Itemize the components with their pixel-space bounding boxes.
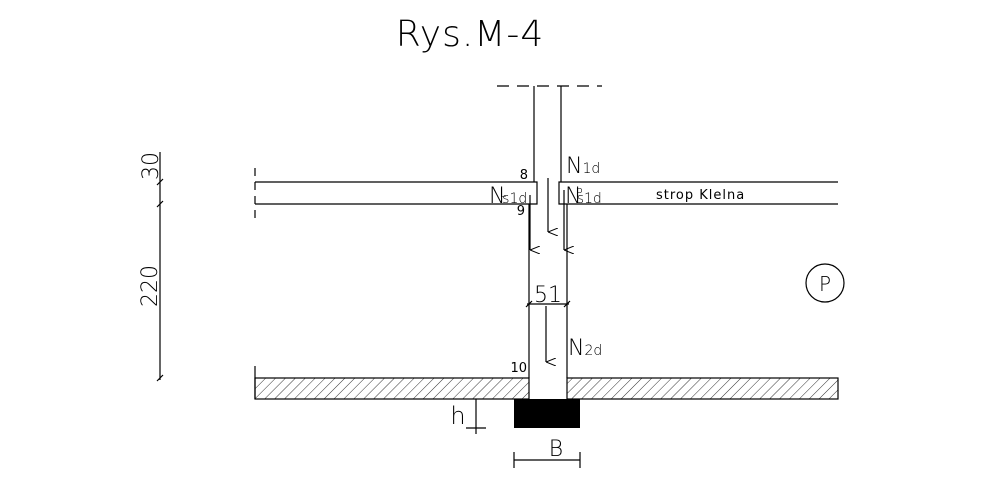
node-8-label: 8 [520, 168, 528, 183]
dim-tick [156, 178, 164, 186]
node-10-label: 10 [510, 361, 527, 376]
footing-width-label: B [549, 437, 563, 462]
slab-name-label: strop Klelna [656, 188, 745, 203]
section-marker-label: P [819, 272, 831, 296]
dim-tick [525, 300, 533, 308]
footing [514, 399, 580, 428]
n1d-label: N1d [566, 154, 600, 179]
ns1d-left-label: NLs1d [489, 184, 527, 209]
node-9-label: 9 [517, 204, 525, 219]
n2d-label: N2d [568, 336, 602, 361]
dim-220-label: 220 [138, 265, 163, 307]
floor-slab-right [566, 377, 839, 400]
dim-tick [156, 200, 164, 208]
slab-left [255, 181, 538, 205]
dim-30-label: 30 [139, 152, 164, 180]
width-dimension-label: 51 [534, 283, 562, 308]
slab-right [558, 181, 838, 205]
ns1d-right-label: NPs1d [565, 184, 602, 209]
floor-slab-left [254, 377, 530, 400]
dim-tick [563, 300, 571, 308]
section-marker-circle [805, 263, 845, 303]
dim-tick [156, 374, 164, 382]
drawing-title: Rys.M-4 [396, 14, 545, 55]
footing-depth-label: h [450, 402, 465, 430]
